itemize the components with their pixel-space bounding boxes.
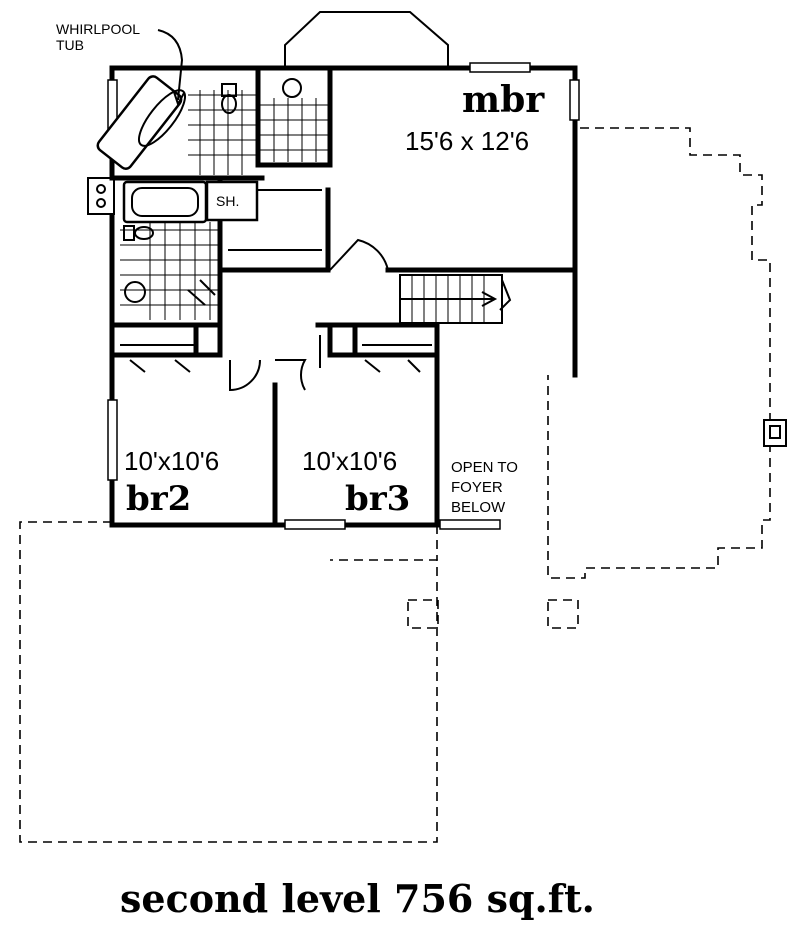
br3-size: 10'x10'6 [302,446,397,476]
flue-left [87,177,115,215]
toilet-icon [221,83,237,114]
sink-icon-2 [124,281,146,303]
sink-icon [282,78,302,98]
tub-label: TUB [56,37,84,53]
br2-name: br2 [126,479,191,519]
below-label: BELOW [451,499,506,516]
plan-caption: second level 756 sq.ft. [120,876,595,921]
toilet-icon-2 [123,225,154,241]
flue-right [763,419,787,447]
windows [107,62,580,530]
tub-leader-line [157,29,185,107]
br3-name: br3 [345,479,410,519]
bath-tiles [120,90,328,320]
open-to-label: OPEN TO [451,459,518,476]
mbr-size: 15'6 x 12'6 [405,126,529,156]
mbr-name: mbr [462,79,545,121]
shower-icon [205,180,259,222]
closets [120,189,432,373]
whirlpool-label: WHIRLPOOL [56,21,140,37]
stairs [399,274,512,324]
whirlpool-tub-icon [96,75,186,170]
bay-window [284,11,449,68]
br2-size: 10'x10'6 [124,446,219,476]
lower-level-outline [19,127,771,843]
bathtub-icon [122,180,208,224]
doors [187,238,389,392]
interior-walls [109,65,578,528]
shower-label: SH. [216,193,239,209]
foyer-label: FOYER [451,479,503,496]
